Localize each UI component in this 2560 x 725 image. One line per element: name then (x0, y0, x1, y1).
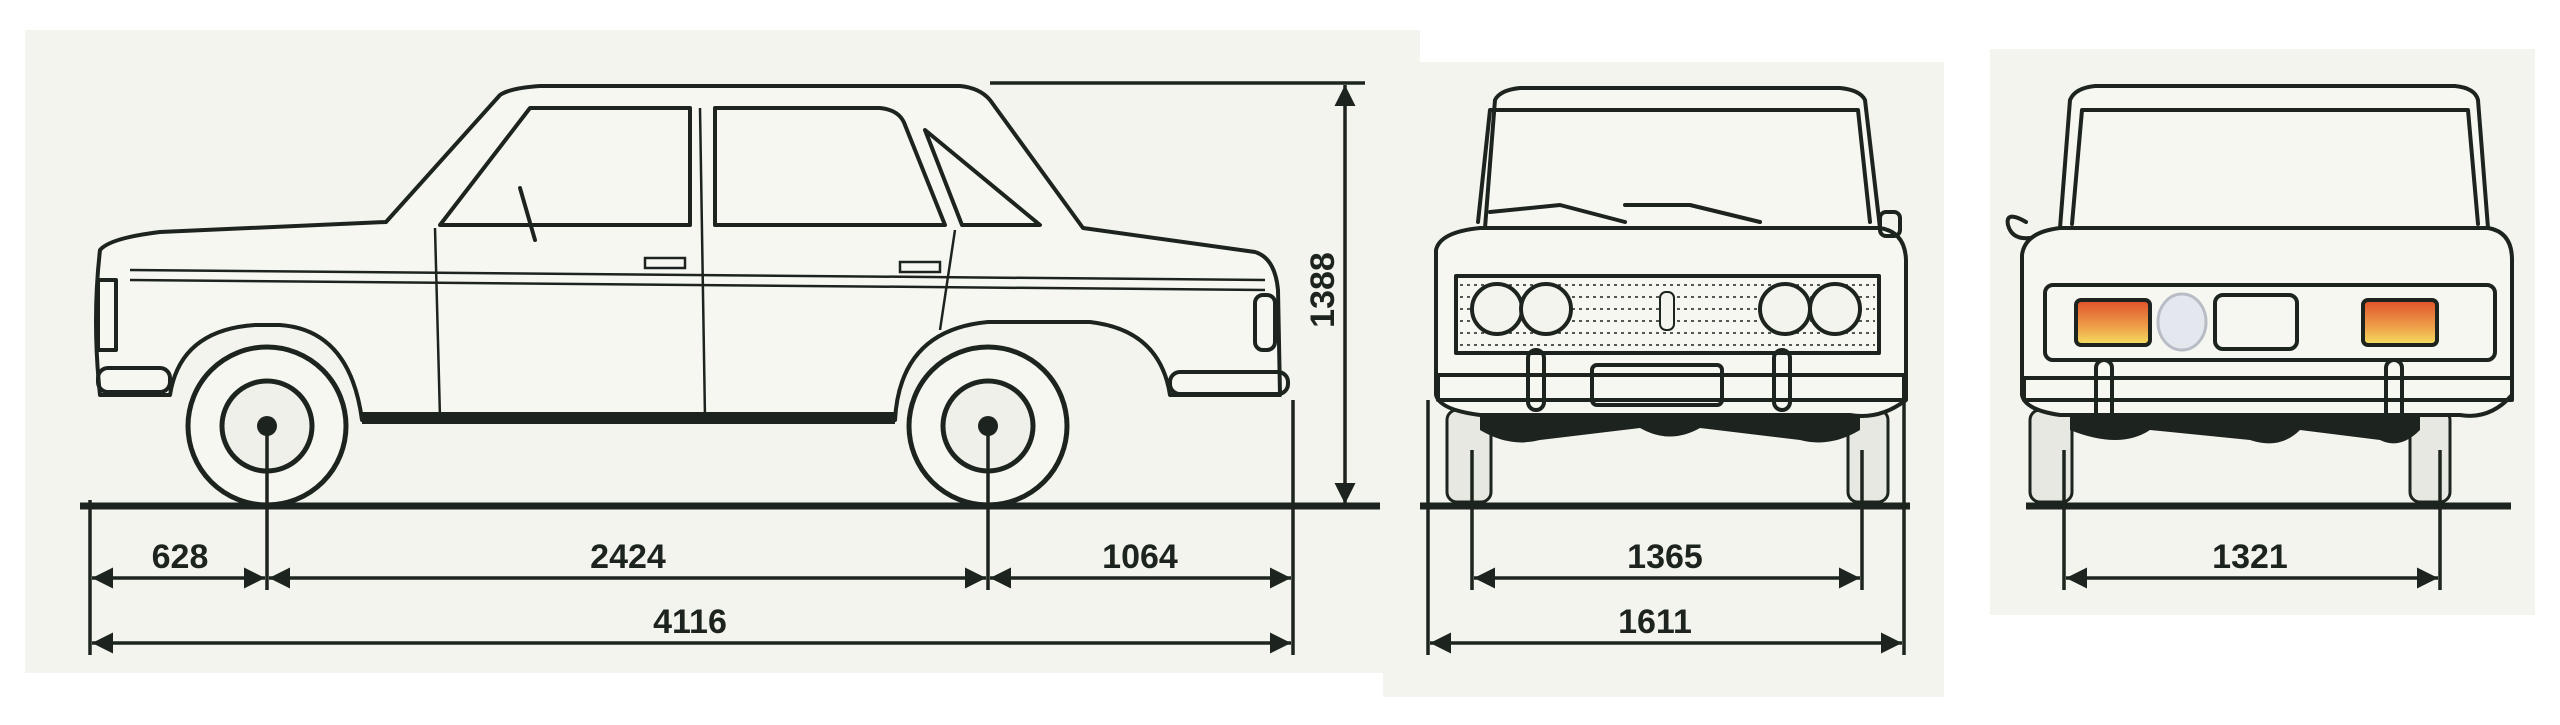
overall-width-label: 1611 (1618, 603, 1692, 641)
rear-overhang-label: 1064 (1102, 538, 1178, 576)
side-car-outline (94, 84, 1290, 508)
headlights (1470, 282, 1862, 336)
front-overhang-label: 628 (152, 538, 209, 576)
front-dimension-lines (1426, 400, 1906, 655)
front-track-label: 1365 (1627, 538, 1703, 576)
rear-track-label: 1321 (2212, 538, 2288, 576)
front-car-outline (1434, 86, 1908, 504)
wheelbase-label: 2424 (590, 538, 666, 576)
license-plate (1590, 363, 1724, 407)
rear-car-outline (2005, 84, 2514, 504)
reverse-light (2156, 292, 2208, 352)
left-tail-light (2074, 298, 2152, 347)
rear-license-plate (2213, 293, 2299, 351)
front-bumper (1436, 373, 1906, 402)
rear-view-panel: 1321 (1990, 49, 2535, 615)
rear-bumper (1168, 370, 1290, 396)
front-bumper (96, 366, 172, 394)
rear-bumper (2022, 376, 2514, 402)
side-dimension-lines (88, 81, 1365, 655)
right-tail-light (2361, 298, 2439, 347)
side-view-panel: 628 2424 1064 4116 1388 (25, 30, 1420, 673)
grille (1454, 274, 1881, 355)
front-view-panel: 1365 1611 (1383, 62, 1944, 697)
overall-length-label: 4116 (653, 603, 727, 641)
rear-dimension-lines (2062, 450, 2442, 590)
height-label: 1388 (1304, 252, 1342, 328)
